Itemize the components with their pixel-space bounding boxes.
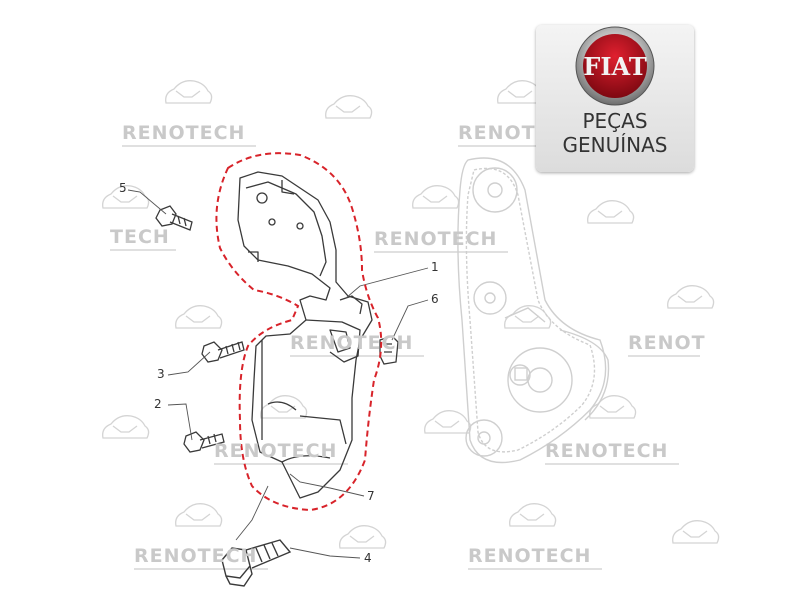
callout-5: 5 [119,181,127,195]
fiat-logo-icon: FIAT [575,26,655,106]
watermark-underlines [110,145,700,570]
car-icon [412,185,460,209]
bolt-part-2 [183,431,225,453]
fiat-logo-letters: FIAT [583,52,647,81]
watermark-text: RENOTECH [214,440,338,462]
badge-line-pecas: PEÇAS [582,109,648,133]
watermark-text: TECH [110,226,170,248]
car-icon [587,200,635,224]
car-icon [175,503,223,527]
watermark-text: RENOTECH [374,228,498,250]
timing-cover-part [237,171,373,499]
car-icon [102,415,150,439]
bolt-part-5 [155,205,193,231]
callout-7: 7 [367,489,375,503]
car-icon [667,285,715,309]
car-icon [339,525,387,549]
watermark-text: RENOTECH [122,122,246,144]
watermark-logos [102,80,720,549]
timing-belt-sketch [457,157,610,464]
callout-1: 1 [431,260,439,274]
car-icon [102,185,150,209]
callout-4: 4 [364,551,372,565]
car-icon [260,395,308,419]
watermark-text: RENOTECH [134,545,258,567]
car-icon [504,305,552,329]
callout-3: 3 [157,367,165,381]
bolt-part-3 [201,341,245,363]
car-icon [672,520,720,544]
car-icon [165,80,213,104]
watermark-text: RENOTECH [468,545,592,567]
car-icon [325,95,373,119]
watermark-text: RENOT [628,332,706,354]
watermark-text: RENOTECH [545,440,669,462]
callout-6: 6 [431,292,439,306]
badge-line-genuinas: GENUÍNAS [562,133,668,157]
watermark-text: RENOTECH [290,332,414,354]
fiat-genuine-parts-badge: FIAT PEÇAS GENUÍNAS [536,25,694,172]
callout-2: 2 [154,397,162,411]
car-icon [175,305,223,329]
highlight-outline [215,152,383,512]
car-icon [424,410,472,434]
car-icon [509,503,557,527]
stud-part-4 [221,539,292,587]
